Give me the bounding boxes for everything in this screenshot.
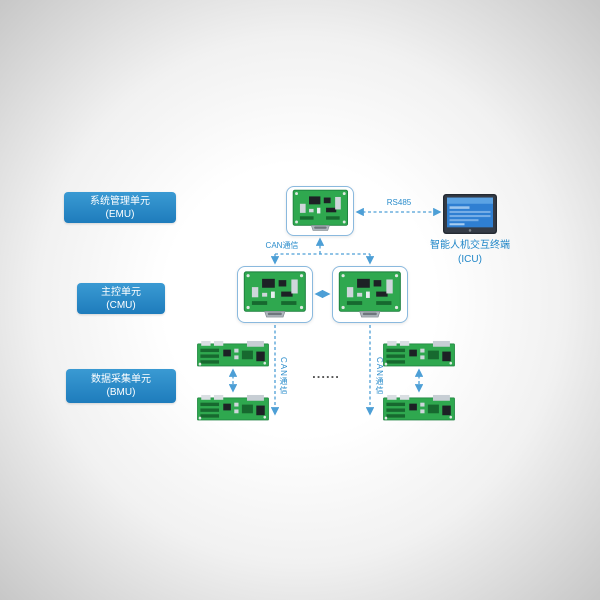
label-box-bmu: 数据采集单元 (BMU) bbox=[66, 369, 176, 403]
rs485-label: RS485 bbox=[386, 198, 412, 207]
bmu-abbr: (BMU) bbox=[106, 387, 136, 398]
can-label-top: CAN通信 bbox=[265, 241, 299, 250]
bmu-board-left-2 bbox=[197, 394, 269, 421]
emu-name: 系统管理单元 bbox=[90, 195, 150, 207]
cmu-abbr: (CMU) bbox=[106, 299, 136, 311]
bmu-board-right-1 bbox=[383, 340, 455, 367]
ellipsis: ...... bbox=[312, 366, 340, 381]
emu-abbr: (EMU) bbox=[105, 208, 135, 220]
bmu-board-left-1 bbox=[197, 340, 269, 367]
icu-name: 智能人机交互终端 bbox=[430, 240, 510, 251]
bmu-name: 数据采集单元 bbox=[91, 374, 151, 385]
can-label-left: CAN通信 bbox=[279, 357, 288, 395]
cmu-board-left bbox=[237, 266, 313, 323]
cmu-left-pcb-image bbox=[243, 271, 307, 318]
bmu-board-right-2 bbox=[383, 394, 455, 421]
emu-pcb-image bbox=[292, 190, 348, 232]
icu-display bbox=[443, 194, 497, 234]
label-box-cmu: 主控单元 (CMU) bbox=[77, 283, 165, 314]
label-icu: 智能人机交互终端 (ICU) bbox=[413, 239, 527, 267]
cmu-right-pcb-image bbox=[338, 271, 402, 318]
cmu-name: 主控单元 bbox=[101, 286, 141, 298]
icu-abbr: (ICU) bbox=[458, 254, 482, 265]
emu-board-box bbox=[286, 186, 354, 236]
label-box-emu: 系统管理单元 (EMU) bbox=[64, 192, 176, 223]
can-label-right: CAN通信 bbox=[375, 357, 384, 395]
cmu-board-right bbox=[332, 266, 408, 323]
